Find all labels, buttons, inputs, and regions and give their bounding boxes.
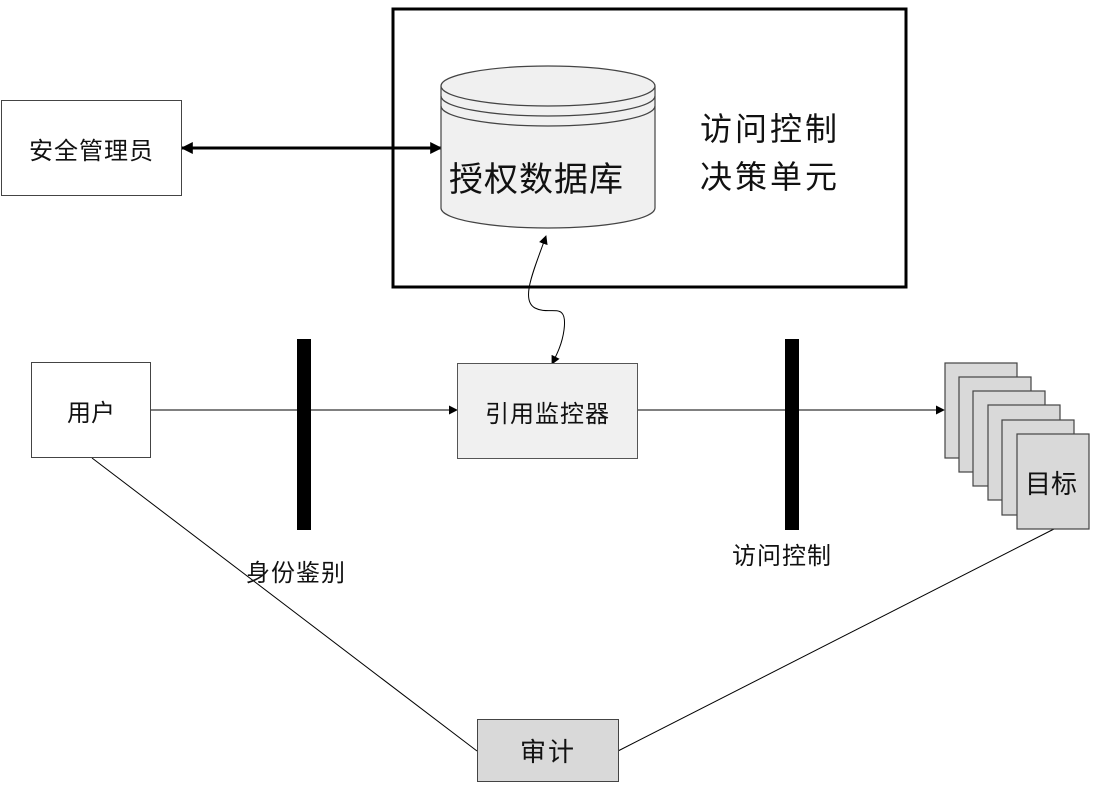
user-box: 用户: [31, 362, 151, 458]
audit-label: 审计: [519, 738, 576, 768]
access-control-barrier: [785, 339, 799, 530]
security-admin-box: 安全管理员: [1, 100, 182, 196]
user-audit-line: [91, 457, 478, 752]
security-admin-label: 安全管理员: [29, 136, 154, 165]
authentication-barrier: [297, 339, 311, 530]
database-cylinder: [440, 65, 656, 229]
reference-monitor-label: 引用监控器: [485, 399, 610, 428]
authentication-label: 身份鉴别: [246, 559, 346, 587]
decision-unit-label-line2: 决策单元: [700, 158, 841, 196]
access-control-label: 访问控制: [732, 542, 832, 570]
audit-box: 审计: [477, 719, 619, 782]
decision-unit-label-line1: 访问控制: [700, 110, 841, 148]
target-page-stack: [944, 362, 1090, 530]
target-label: 目标: [1025, 470, 1078, 500]
target-audit-line: [617, 528, 1055, 752]
database-label: 授权数据库: [449, 160, 624, 200]
database-monitor-link: [527, 235, 566, 365]
reference-monitor-box: 引用监控器: [457, 363, 638, 459]
user-label: 用户: [67, 398, 115, 427]
